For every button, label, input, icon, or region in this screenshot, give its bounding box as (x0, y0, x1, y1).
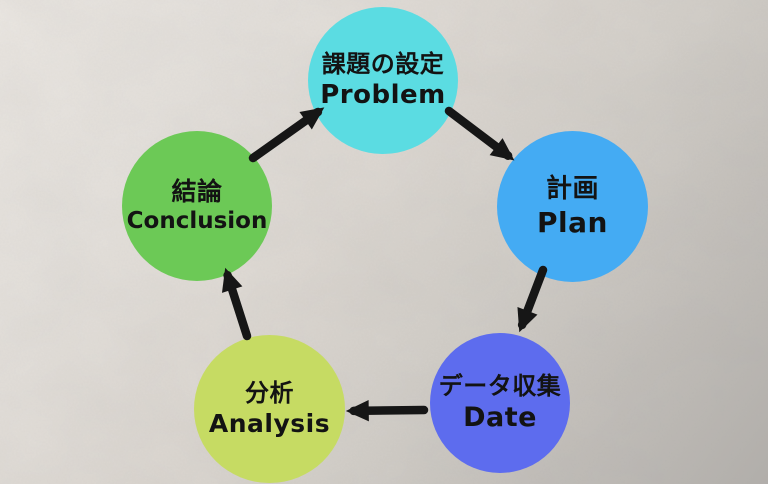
node-plan-label-ja: 計画 (545, 173, 599, 204)
node-plan: 計画 Plan (497, 131, 648, 282)
node-problem: 課題の設定 Problem (308, 7, 458, 154)
node-conclusion-label-en: Conclusion (126, 208, 268, 235)
node-data-collection: データ収集 Date (430, 333, 570, 473)
node-conclusion: 結論 Conclusion (122, 131, 272, 281)
arrow-analysis-to-conclusion (221, 267, 252, 341)
node-analysis: 分析 Analysis (194, 335, 345, 483)
node-plan-label-en: Plan (537, 206, 608, 240)
arrow-data-to-analysis (345, 399, 429, 422)
node-analysis-label-en: Analysis (208, 409, 331, 439)
arrow-problem-to-plan (444, 106, 515, 161)
arrow-conclusion-to-problem (248, 107, 325, 163)
node-problem-label-en: Problem (320, 80, 446, 111)
node-data-collection-label-en: Date (463, 402, 537, 434)
arrow-plan-to-data (517, 265, 548, 333)
node-conclusion-label-ja: 結論 (171, 177, 223, 206)
node-data-collection-label-ja: データ収集 (438, 372, 562, 401)
node-analysis-label-ja: 分析 (245, 379, 294, 408)
node-problem-label-ja: 課題の設定 (321, 50, 445, 79)
